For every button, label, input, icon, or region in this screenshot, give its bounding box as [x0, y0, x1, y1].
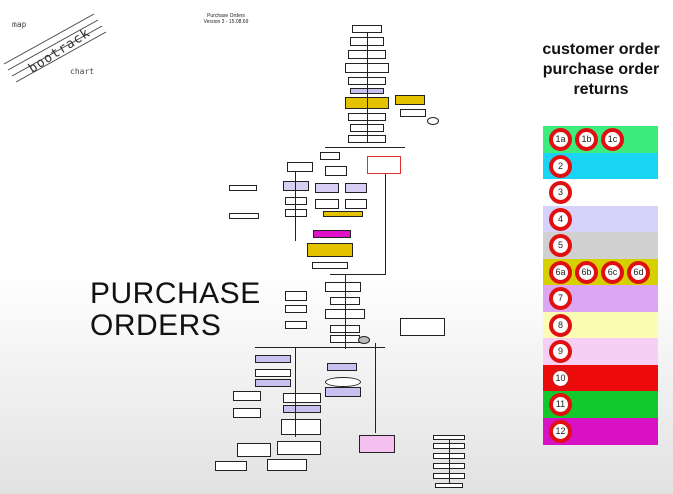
- bootrack-logo: map bootrack chart: [0, 0, 110, 90]
- legend-badge: 6b: [575, 260, 598, 284]
- flow-connector: [345, 274, 346, 349]
- flow-box: [285, 197, 307, 205]
- legend-badge: 7: [549, 287, 572, 310]
- flow-box: [285, 305, 307, 313]
- document-title-block: Purchase Orders Version 3 - 15.08.69: [196, 13, 256, 25]
- legend-badge: 1a: [549, 128, 572, 151]
- flow-connector: [295, 347, 296, 437]
- flow-connector: [330, 274, 386, 275]
- flowchart-diagram: [195, 25, 475, 494]
- flow-connector: [449, 440, 450, 483]
- flow-box: [320, 152, 340, 160]
- legend-badge: 10: [549, 366, 572, 390]
- flow-box: [325, 282, 361, 292]
- page-title-line1: PURCHASE: [90, 277, 261, 310]
- legend-heading-line2: purchase order: [542, 61, 660, 78]
- flow-connector: [295, 171, 296, 241]
- page-title-line2: ORDERS: [90, 309, 222, 342]
- flow-box: [345, 199, 367, 209]
- logo-chart-label: chart: [70, 67, 95, 76]
- legend-row: 9: [543, 338, 658, 365]
- flow-box: [315, 183, 339, 193]
- flow-connector: [325, 147, 405, 148]
- legend-badge: 6d: [627, 260, 650, 284]
- flow-node: [358, 336, 370, 344]
- document-title: Purchase Orders: [207, 13, 245, 19]
- flow-box: [215, 461, 247, 471]
- legend-badge: 12: [549, 419, 572, 443]
- flow-box: [283, 405, 321, 413]
- flow-connector: [367, 33, 368, 143]
- legend-heading: customer order purchase order returns: [530, 40, 672, 100]
- legend-row: 5: [543, 232, 658, 259]
- logo-map-label: map: [12, 20, 27, 29]
- legend-badge: 5: [549, 234, 572, 257]
- flow-box: [283, 393, 321, 403]
- legend-badge: 2: [549, 154, 572, 178]
- legend-badge: 6c: [601, 260, 624, 284]
- flow-connector: [375, 343, 376, 433]
- flow-box: [283, 181, 309, 191]
- flow-box: [312, 262, 348, 269]
- legend-badge: 3: [549, 181, 572, 204]
- legend-row: 2: [543, 152, 658, 180]
- flow-box: [359, 435, 395, 453]
- flow-box: [233, 391, 261, 401]
- flow-box: [267, 459, 307, 471]
- legend-heading-line3: returns: [573, 81, 629, 98]
- flow-box: [352, 25, 382, 33]
- flow-connector: [385, 174, 386, 274]
- flow-node: [325, 377, 361, 387]
- flow-box: [237, 443, 271, 457]
- page-title: PURCHASE ORDERS: [90, 278, 261, 342]
- legend-badge: 1b: [575, 128, 598, 151]
- legend-row: 4: [543, 205, 658, 233]
- flow-box: [435, 483, 463, 488]
- flow-box: [433, 435, 465, 440]
- flow-box: [367, 156, 401, 174]
- flow-box: [233, 408, 261, 418]
- legend-badge: 11: [549, 393, 572, 416]
- legend-row: 8: [543, 311, 658, 339]
- flow-box: [285, 321, 307, 329]
- flow-box: [255, 355, 291, 363]
- flow-box: [400, 318, 445, 336]
- legend-row: 11: [543, 391, 658, 418]
- flow-box: [345, 183, 367, 193]
- legend-badge: 1c: [601, 128, 624, 151]
- flow-box: [255, 379, 291, 387]
- legend-heading-line1: customer order: [542, 41, 660, 58]
- flow-connector: [255, 347, 385, 348]
- logo-stripes: [3, 13, 107, 83]
- flow-box: [325, 387, 361, 397]
- flow-box: [287, 162, 313, 172]
- flow-box: [229, 213, 259, 219]
- legend-badge: 8: [549, 313, 572, 337]
- flow-box: [281, 419, 321, 435]
- flow-node: [427, 117, 439, 125]
- flow-box: [285, 209, 307, 217]
- flow-box: [307, 243, 353, 257]
- flow-box: [277, 441, 321, 455]
- legend-badge: 6a: [549, 260, 572, 284]
- legend-row: 12: [543, 417, 658, 445]
- flow-box: [327, 363, 357, 371]
- document-version: Version 3 - 15.08.69: [203, 19, 249, 25]
- flow-box: [395, 95, 425, 105]
- legend-badge: 4: [549, 207, 572, 231]
- flow-box: [325, 166, 347, 176]
- legend-row: 10: [543, 364, 658, 392]
- flow-box: [323, 211, 363, 217]
- flow-box: [229, 185, 257, 191]
- flow-box: [285, 291, 307, 301]
- flow-box: [400, 109, 426, 117]
- legend-badge: 9: [549, 340, 572, 363]
- flow-box: [255, 369, 291, 377]
- legend-row: 7: [543, 285, 658, 312]
- legend-row: 3: [543, 179, 658, 206]
- flow-box: [313, 230, 351, 238]
- flow-box: [315, 199, 339, 209]
